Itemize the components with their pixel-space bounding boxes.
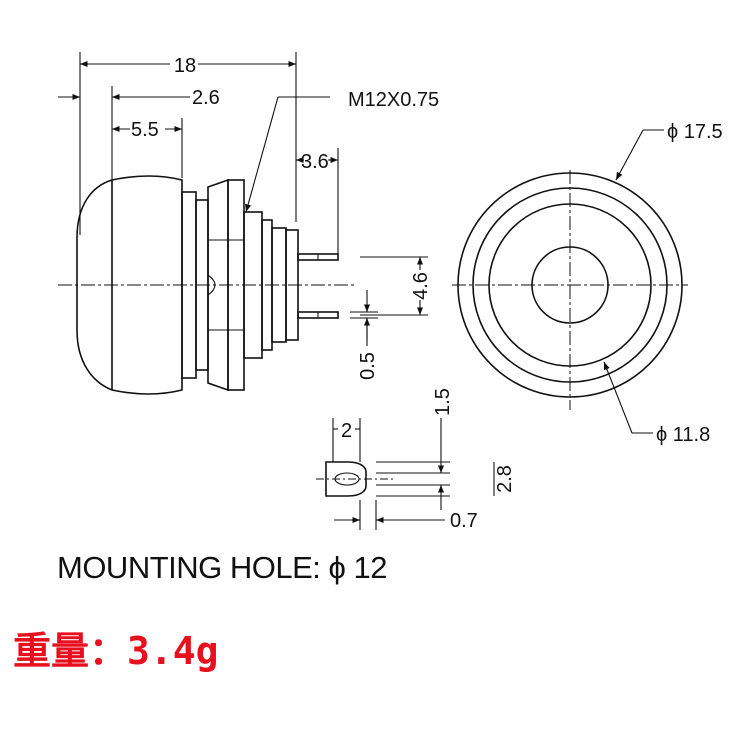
dim-terminal-width: 2 bbox=[341, 420, 352, 442]
dim-dome: 5.5 bbox=[131, 119, 159, 141]
inner-diameter: ϕ 11.8 bbox=[656, 424, 710, 446]
dim-terminal-thickness: 0.5 bbox=[357, 352, 379, 380]
dim-terminal-thickness-detail: 0.7 bbox=[450, 510, 478, 532]
mounting-hole-label: MOUNTING HOLE: ϕ 12 bbox=[57, 550, 387, 585]
dim-total-length: 18 bbox=[174, 55, 196, 77]
dim-terminal-length: 3.6 bbox=[301, 151, 329, 173]
dim-terminal-spacing: 4.6 bbox=[410, 272, 432, 300]
dim-terminal-height: 2.8 bbox=[494, 465, 516, 493]
front-view: ϕ 17.5 ϕ 11.8 bbox=[452, 121, 723, 446]
thread-label: M12X0.75 bbox=[348, 89, 439, 111]
dim-cap: 2.6 bbox=[192, 87, 220, 109]
outer-diameter: ϕ 17.5 bbox=[667, 121, 723, 143]
side-view: 18 2.6 5.5 M12X0.75 3.6 4.6 0.5 bbox=[58, 52, 439, 395]
weight-label: 重量：3.4g bbox=[13, 629, 219, 673]
dim-terminal-hole: 1.5 bbox=[432, 388, 454, 416]
terminal-detail: 2 1.5 2.8 0.7 bbox=[316, 388, 516, 532]
